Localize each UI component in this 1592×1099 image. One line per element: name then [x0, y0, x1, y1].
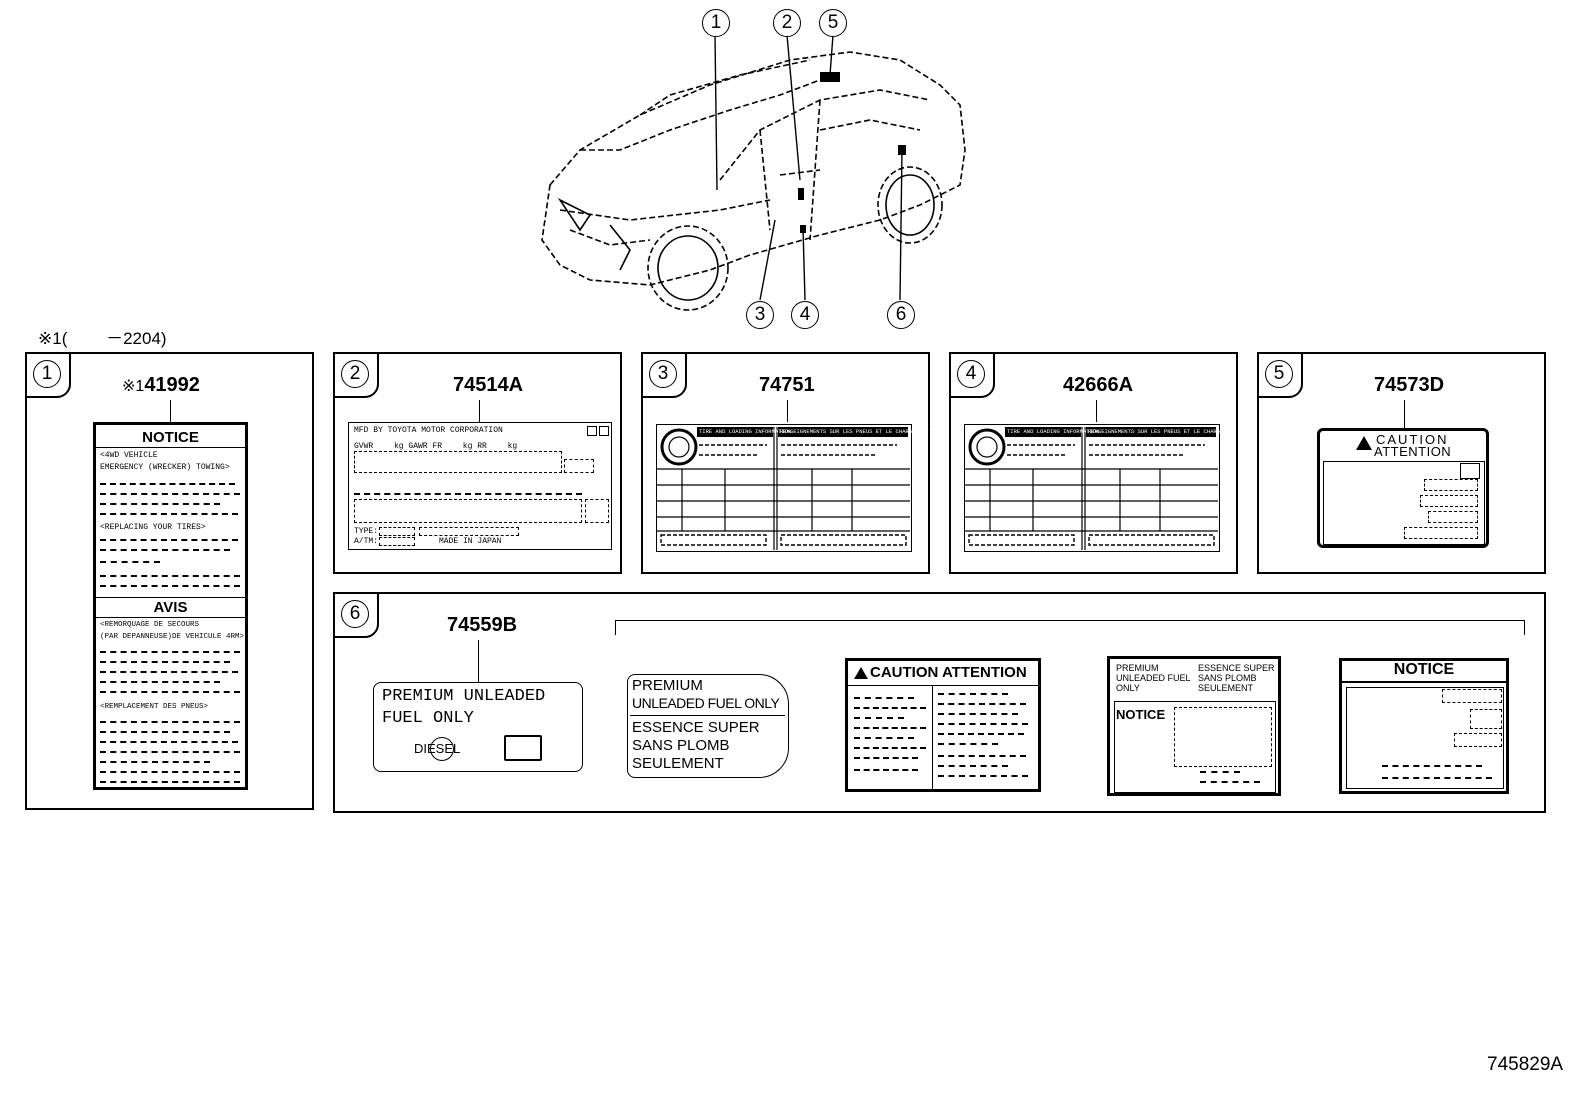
- alt1-line-2: UNLEADED FUEL ONLY: [632, 695, 780, 711]
- tire-label-42666A: TIRE AND LOADING INFORMATION RENSEIGNEME…: [964, 424, 1237, 552]
- vehicle-illustration: [541, 34, 966, 311]
- fuel-label-alt-3: PREMIUM UNLEADED FUEL ONLY ESSENCE SUPER…: [1107, 656, 1281, 796]
- panel-6: 6 74559B PREMIUM UNLEADED FUEL ONLY DIES…: [333, 592, 1546, 813]
- footnote: ※1( －2204): [38, 329, 167, 348]
- panel-1-mark: ※1: [122, 378, 145, 395]
- alt1-line-4: SANS PLOMB: [632, 737, 730, 754]
- tire-header-fr-2: RENSEIGNEMENTS SUR LES PNEUS ET LE CHARG…: [1088, 428, 1237, 435]
- alternative-bracket: [615, 620, 1525, 635]
- panel-2: 2 74514A MFD BY TOYOTA MOTOR CORPORATION…: [333, 352, 622, 574]
- panel-2-part-number: 74514A: [453, 374, 524, 396]
- avis-line-1: <REMORQUAGE DE SECOURS: [100, 621, 200, 629]
- panel-6-callout: 6: [341, 600, 369, 628]
- panel-2-callout: 2: [341, 360, 369, 388]
- tire-header-fr: RENSEIGNEMENTS SUR LES PNEUS ET LE CHARG…: [780, 428, 929, 435]
- panel-2-tab: 2: [333, 352, 379, 398]
- panel-3-callout: 3: [649, 360, 677, 388]
- panel-6-part-number: 74559B: [447, 614, 518, 636]
- car-callout-2: 2: [773, 9, 801, 37]
- car-callout-6: 6: [887, 301, 915, 329]
- tire-label-74751: TIRE AND LOADING INFORMATION RENSEIGNEME…: [656, 424, 929, 552]
- fuel-label-alt-1: PREMIUM UNLEADED FUEL ONLY ESSENCE SUPER…: [627, 674, 789, 778]
- alt1-line-3: ESSENCE SUPER: [632, 719, 760, 736]
- warning-triangle-icon: [1356, 436, 1372, 450]
- notice-line-1: <4WD VEHICLE: [100, 451, 158, 460]
- panel-5-callout: 5: [1265, 360, 1293, 388]
- panel-1: 1 ※141992 NOTICE <4WD VEHICLE EMERGENCY …: [25, 352, 314, 810]
- notice-line-3: <REPLACING YOUR TIRES>: [100, 523, 206, 532]
- panel-3-tab: 3: [641, 352, 687, 398]
- avis-title: AVIS: [153, 599, 188, 616]
- panel-4: 4 42666A: [949, 352, 1238, 574]
- caution-label-74573D: CAUTION ATTENTION: [1317, 428, 1489, 548]
- panel-1-part-number: ※141992: [122, 374, 200, 397]
- avis-line-3: <REMPLACEMENT DES PNEUS>: [100, 703, 209, 711]
- panel-5-part-number: 74573D: [1374, 374, 1445, 396]
- manual-book-icon: [504, 735, 542, 761]
- alt4-notice: NOTICE: [1393, 661, 1455, 678]
- document-code: 745829A: [1487, 1054, 1564, 1075]
- fuel-label-main: PREMIUM UNLEADED FUEL ONLY DIESEL: [373, 682, 583, 772]
- panel-1-callout: 1: [33, 360, 61, 388]
- panel-5: 5 74573D CAUTION ATTENTION: [1257, 352, 1546, 574]
- vin-label-74514A: MFD BY TOYOTA MOTOR CORPORATION GVWR kg …: [348, 422, 612, 550]
- panel-5-tab: 5: [1257, 352, 1303, 398]
- vin-gvwr: GVWR kg GAWR FR kg RR kg: [354, 442, 518, 451]
- notice-label-41992: NOTICE <4WD VEHICLE EMERGENCY (WRECKER) …: [93, 422, 248, 790]
- car-callout-3: 3: [746, 301, 774, 329]
- panel-4-callout: 4: [957, 360, 985, 388]
- alt3-line-4: ESSENCE SUPER: [1198, 663, 1275, 673]
- car-callout-1: 1: [702, 9, 730, 37]
- alt3-line-1: PREMIUM: [1116, 663, 1159, 673]
- vin-made-in: MADE IN JAPAN: [439, 537, 502, 546]
- vin-atm: A/TM:: [354, 537, 379, 546]
- tire-header-en: TIRE AND LOADING INFORMATION: [699, 428, 792, 435]
- fuel-line-2: FUEL ONLY: [382, 709, 474, 728]
- no-diesel-icon: [430, 737, 454, 761]
- fuel-label-alt-4: NOTICE: [1339, 658, 1509, 794]
- caution-text: CAUTION: [1376, 432, 1449, 447]
- alt3-notice: NOTICE: [1116, 707, 1166, 722]
- notice-title: NOTICE: [142, 429, 199, 446]
- panel-4-part-number: 42666A: [1063, 374, 1134, 396]
- tire-header-en-2: TIRE AND LOADING INFORMATION: [1007, 428, 1100, 435]
- alt1-line-1: PREMIUM: [632, 677, 703, 694]
- vin-mfd: MFD BY TOYOTA MOTOR CORPORATION: [354, 426, 503, 435]
- warning-triangle-icon-2: [854, 667, 868, 679]
- fuel-line-1: PREMIUM UNLEADED: [382, 687, 546, 706]
- fuel-label-alt-2: CAUTION ATTENTION: [845, 658, 1041, 792]
- alt3-line-5: SANS PLOMB: [1198, 673, 1257, 683]
- manual-icon: [1460, 463, 1480, 479]
- alt3-line-3: ONLY: [1116, 683, 1140, 693]
- car-callout-5: 5: [819, 9, 847, 37]
- panel-3: 3 74751: [641, 352, 930, 574]
- panel-4-tab: 4: [949, 352, 995, 398]
- panel-1-tab: 1: [25, 352, 71, 398]
- notice-line-2: EMERGENCY (WRECKER) TOWING>: [100, 463, 230, 472]
- avis-line-2: (PAR DEPANNEUSE)DE VEHICULE 4RM>: [100, 633, 245, 641]
- panel-1-code: 41992: [144, 374, 200, 396]
- vin-type: TYPE:: [354, 527, 379, 536]
- alt2-title: CAUTION ATTENTION: [870, 664, 1027, 681]
- panel-6-tab: 6: [333, 592, 379, 638]
- alt3-line-6: SEULEMENT: [1198, 683, 1254, 693]
- alt3-line-2: UNLEADED FUEL: [1116, 673, 1191, 683]
- attention-text: ATTENTION: [1374, 444, 1452, 459]
- alt1-line-5: SEULEMENT: [632, 755, 724, 772]
- car-callout-4: 4: [791, 301, 819, 329]
- panel-3-part-number: 74751: [759, 374, 815, 396]
